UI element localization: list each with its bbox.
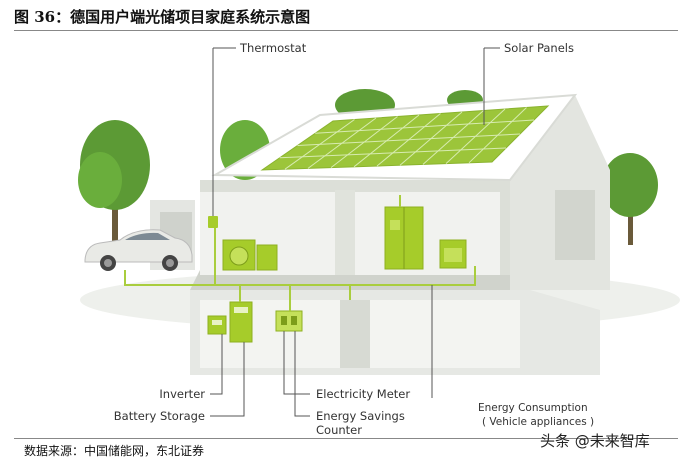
- label-energy-consumption-line1: Energy Consumption: [478, 402, 588, 414]
- car-icon: [84, 229, 193, 271]
- label-energy-consumption-line2: ( Vehicle appliances ): [482, 416, 594, 428]
- washing-machine-icon: [222, 239, 278, 271]
- top-rule: [14, 30, 678, 31]
- interior-wall: [335, 190, 355, 275]
- oven-icon: [439, 239, 467, 269]
- label-solar-panels: Solar Panels: [504, 41, 574, 55]
- panel-grid-line: [297, 133, 521, 146]
- ceiling-beam: [200, 180, 510, 192]
- figure-source: 数据来源：中国储能网，东北证券: [24, 444, 205, 458]
- label-energy-savings-line2: Counter: [316, 423, 362, 437]
- solar-panels: [260, 105, 550, 171]
- label-electricity-meter: Electricity Meter: [316, 387, 410, 401]
- thermostat-icon: [208, 216, 218, 228]
- label-battery-storage: Battery Storage: [114, 409, 205, 423]
- watermark: 头条 @未来智库: [540, 432, 650, 450]
- figure-title: 图 36：德国用户端光储项目家庭系统示意图: [14, 8, 311, 26]
- label-inverter: Inverter: [159, 387, 205, 401]
- label-energy-savings-line1: Energy Savings: [316, 409, 405, 423]
- electricity-meter-icon: [275, 310, 303, 332]
- panel-grid-line: [315, 119, 535, 134]
- panel-grid-line: [279, 147, 507, 159]
- battery-storage-icon: [229, 301, 253, 343]
- inverter-icon: [207, 315, 227, 335]
- label-thermostat: Thermostat: [239, 41, 307, 55]
- gable-window: [555, 190, 595, 260]
- tree-left-icon: [78, 120, 150, 245]
- wiring: [124, 195, 476, 311]
- fridge-icon: [384, 206, 424, 270]
- basement-wall: [340, 300, 370, 368]
- leader-lines: [210, 47, 500, 417]
- bottom-rule: [14, 438, 678, 439]
- tree-right-icon: [602, 153, 658, 245]
